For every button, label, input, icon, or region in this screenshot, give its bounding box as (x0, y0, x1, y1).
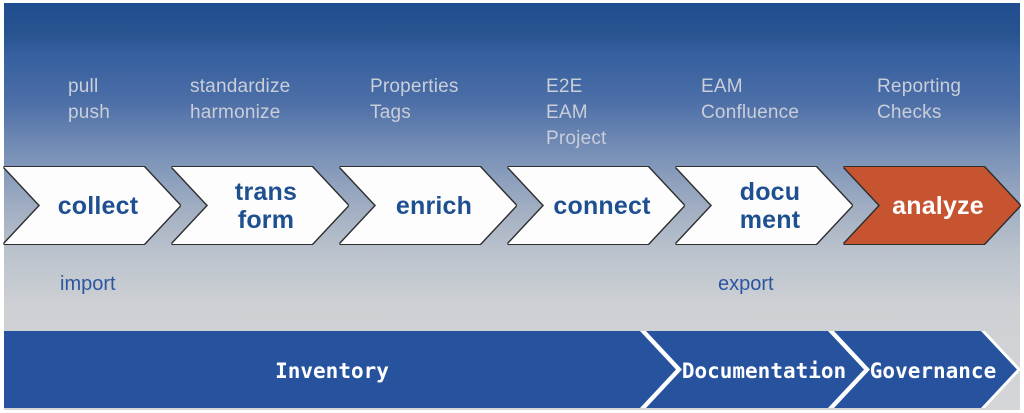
tools-label-line: Confluence (701, 102, 800, 123)
stage-label-line: enrich (395, 191, 473, 220)
chevron-arrow-shape: trans form (172, 167, 348, 244)
tools-label-line: pull (68, 76, 99, 97)
export-note: export (718, 273, 774, 295)
stage-label-line: analyze (892, 191, 984, 220)
tools-label-line: standardize (190, 76, 291, 97)
tools-label-line: Project (546, 128, 607, 149)
phase-chevron-documentation (646, 331, 864, 408)
stage-label: trans form (235, 178, 297, 234)
phase-band: Inventory Documentation Governance (4, 331, 1020, 408)
tools-label-line: E2E (546, 76, 583, 97)
tools-label-line: harmonize (190, 102, 281, 123)
chevron-arrow-shape-accent: analyze (844, 167, 1020, 244)
phase-label-governance: Governance (869, 358, 997, 383)
stage-label: collect (58, 192, 139, 220)
tools-label-collect: pull push (68, 74, 110, 126)
tools-label-transform: standardize harmonize (190, 74, 290, 126)
stage-label: analyze (892, 192, 984, 220)
stage-label-line: connect (553, 191, 651, 220)
tools-label-connect: E2E EAM Project (546, 74, 607, 152)
stage-chevron-transform: trans form (172, 167, 354, 244)
phase-label-documentation: Documentation (681, 358, 847, 383)
stage-chevron-collect: collect (4, 167, 186, 244)
phase-label-inventory: Inventory (275, 358, 389, 383)
tools-label-enrich: Properties Tags (370, 74, 459, 126)
stage-label-line: form (237, 205, 295, 234)
import-note: import (60, 273, 116, 295)
stage-label-line: docu (739, 177, 801, 206)
stage-chevron-document: docu ment (676, 167, 858, 244)
stage-label-line: trans (234, 177, 298, 206)
stage-label-line: ment (739, 205, 801, 234)
stage-label: docu ment (740, 178, 801, 234)
chevron-arrow-shape: collect (4, 167, 180, 244)
stage-chevron-enrich: enrich (340, 167, 522, 244)
tools-label-analyze: Reporting Checks (877, 74, 961, 126)
stage-label: connect (553, 192, 650, 220)
stage-chevron-connect: connect (508, 167, 690, 244)
tools-label-line: EAM (701, 76, 743, 97)
tools-label-line: EAM (546, 102, 588, 123)
tools-label-line: Checks (877, 102, 942, 123)
phase-chevron-inventory (4, 331, 676, 408)
chevron-arrow-shape: enrich (340, 167, 516, 244)
tools-label-document: EAM Confluence (701, 74, 799, 126)
stage-label-line: collect (57, 191, 139, 220)
stage-chevron-analyze: analyze (844, 167, 1024, 244)
chevron-arrow-shape: connect (508, 167, 684, 244)
tools-label-line: Properties (370, 76, 459, 97)
tools-label-line: push (68, 102, 111, 123)
stage-label: enrich (396, 192, 472, 220)
chevron-arrow-shape: docu ment (676, 167, 852, 244)
tools-label-line: Tags (370, 102, 411, 123)
tools-label-line: Reporting (877, 76, 962, 97)
